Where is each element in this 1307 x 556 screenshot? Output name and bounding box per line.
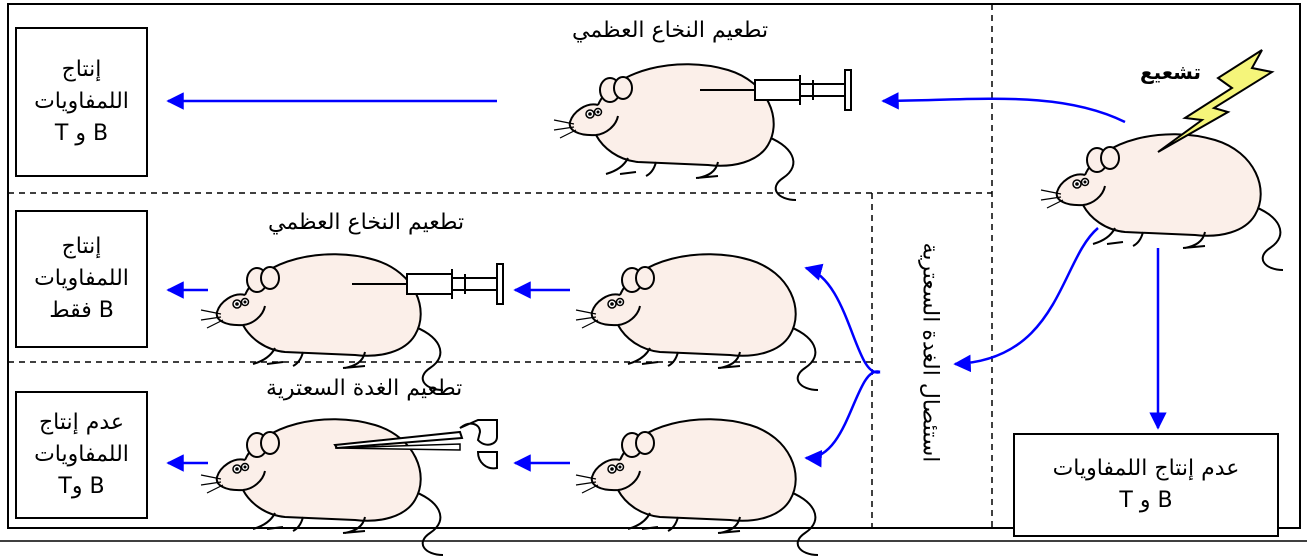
thymectomy-label: استئصال الغدة السعترية <box>917 242 943 463</box>
result-box-line: عدم إنتاج اللمفاويات <box>1052 456 1240 481</box>
result-box-line: B فقط <box>49 298 114 323</box>
mouse-icon <box>1040 133 1284 271</box>
forceps-icon <box>333 419 498 470</box>
result-box-line: اللمفاويات <box>34 89 129 114</box>
arrow-to-thymectomy <box>953 227 1099 373</box>
arrows <box>166 92 1167 472</box>
lightning-bolt-icon <box>1157 49 1275 153</box>
result-box-line: اللمفاويات <box>34 266 129 291</box>
result-box-line: إنتاج <box>61 234 102 259</box>
marrow-graft-top-label: تطعيم النخاع العظمي <box>572 18 769 43</box>
thymus-graft-label: تطعيم الغدة السعترية <box>266 376 463 401</box>
marrow-graft-middle-label: تطعيم النخاع العظمي <box>268 210 465 235</box>
mouse-icon <box>575 253 819 391</box>
result-box-line: إنتاج <box>61 57 102 82</box>
mouse-icon <box>575 418 819 556</box>
irradiation-label: تشعيع <box>1140 60 1201 84</box>
result-box-irradiated: عدم إنتاج اللمفاويات B و T <box>1013 433 1279 537</box>
arrow-to-marrow-graft <box>881 92 1126 124</box>
arrow-to-bottom-mouse <box>804 370 881 468</box>
result-box-line: عدم إنتاج <box>38 410 125 435</box>
result-box-top: إنتاج اللمفاويات B و T <box>15 27 148 177</box>
result-box-line: B و T <box>54 121 109 146</box>
result-box-line: اللمفاويات <box>34 442 129 467</box>
result-box-middle: إنتاج اللمفاويات B فقط <box>15 210 148 348</box>
result-box-line: B و T <box>1119 488 1173 513</box>
result-box-bottom: عدم إنتاج اللمفاويات B وT <box>15 391 148 519</box>
result-box-line: B وT <box>58 474 105 499</box>
arrow-to-middle-mouse <box>804 263 881 374</box>
